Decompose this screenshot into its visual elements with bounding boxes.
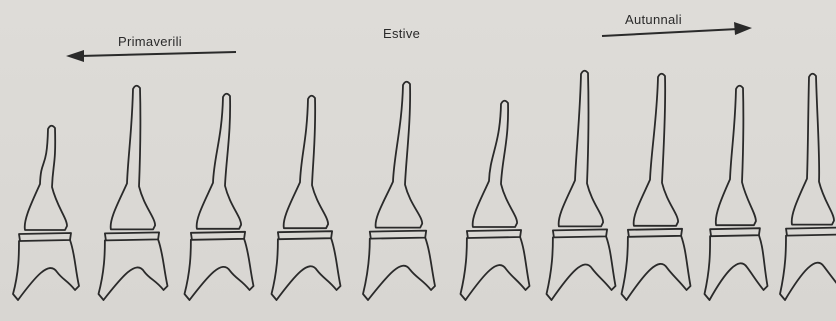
specimen-upper-shaft <box>284 96 328 228</box>
specimen-joint-band <box>553 229 607 237</box>
specimen-joint-band <box>710 228 760 236</box>
specimen-7 <box>547 71 616 300</box>
specimen-joint-band <box>191 232 245 240</box>
specimen-10 <box>780 74 836 300</box>
specimen-2 <box>99 86 168 300</box>
specimen-lower-foot <box>363 238 435 300</box>
specimen-lower-foot <box>185 239 254 300</box>
specimen-upper-shaft <box>197 94 241 229</box>
specimen-upper-shaft <box>25 126 67 230</box>
specimen-joint-band <box>19 233 71 241</box>
specimen-lower-foot <box>99 239 168 300</box>
specimen-row <box>13 71 836 300</box>
specimen-6 <box>461 101 530 300</box>
label-autumn: Autunnali <box>625 12 682 27</box>
specimen-upper-shaft <box>111 86 155 230</box>
label-spring: Primaverili <box>118 34 182 49</box>
specimen-lower-foot <box>13 240 79 300</box>
specimen-4 <box>272 96 341 300</box>
specimen-1 <box>13 126 79 300</box>
arrow-left-spring <box>66 50 236 62</box>
specimen-upper-shaft <box>716 86 756 225</box>
specimen-upper-shaft <box>559 71 603 227</box>
specimen-joint-band <box>105 232 159 240</box>
specimen-joint-band <box>278 231 332 239</box>
specimen-lower-foot <box>461 237 530 300</box>
specimen-joint-band <box>786 228 836 236</box>
specimen-lower-foot <box>547 236 616 300</box>
specimen-9 <box>705 86 768 300</box>
specimen-lower-foot <box>780 235 836 300</box>
specimen-upper-shaft <box>473 101 517 227</box>
specimen-lower-foot <box>272 238 341 300</box>
specimen-upper-shaft <box>792 74 834 225</box>
specimen-3 <box>185 94 254 300</box>
specimen-upper-shaft <box>634 74 678 226</box>
specimen-joint-band <box>370 231 426 239</box>
specimen-joint-band <box>628 229 682 237</box>
specimen-5 <box>363 82 435 300</box>
specimen-lower-foot <box>622 236 691 300</box>
specimen-joint-band <box>467 230 521 238</box>
label-summer: Estive <box>383 26 420 41</box>
specimen-lower-foot <box>705 235 768 300</box>
specimen-upper-shaft <box>376 82 423 228</box>
specimen-8 <box>622 74 691 300</box>
